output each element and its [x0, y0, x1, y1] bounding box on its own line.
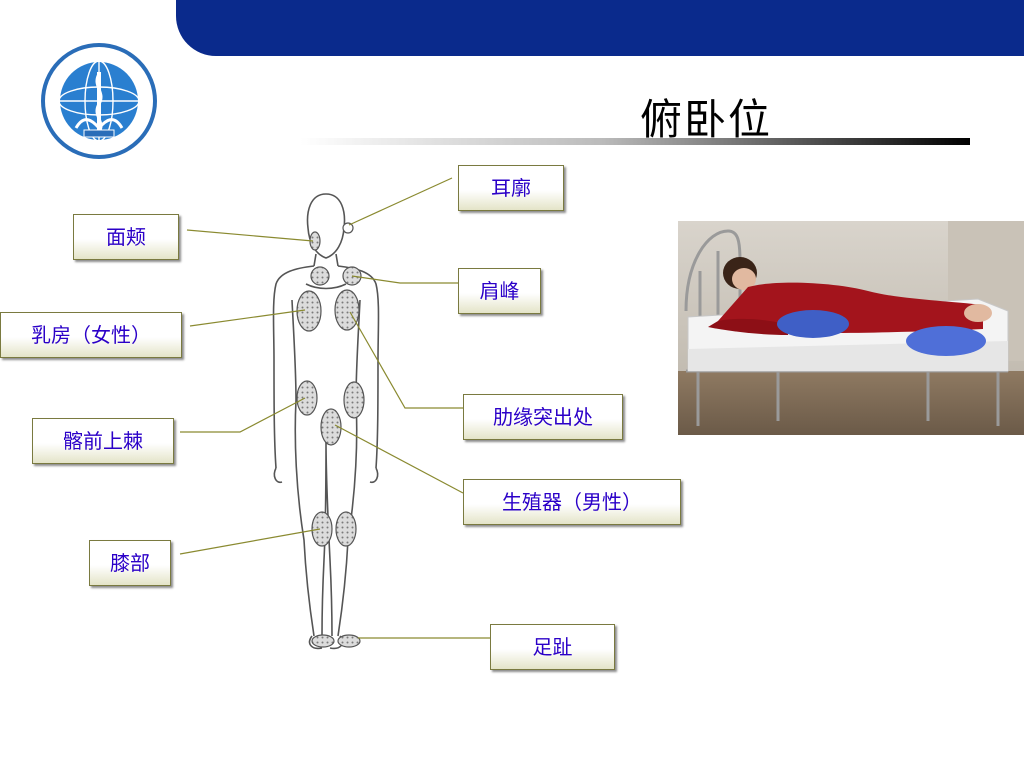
label-toe: 足趾 — [490, 624, 615, 670]
label-genital: 生殖器（男性） — [463, 479, 681, 525]
label-iliac: 髂前上棘 — [32, 418, 174, 464]
pressure-point-shoulder-left — [310, 266, 330, 286]
label-cheek: 面颊 — [73, 214, 179, 260]
pressure-points — [296, 222, 365, 648]
header-bar — [176, 0, 1024, 56]
pressure-point-iliac-left — [296, 380, 318, 416]
label-ear: 耳廓 — [458, 165, 564, 211]
pressure-point-breast-right — [334, 289, 360, 331]
slide-title: 俯卧位 — [640, 95, 773, 144]
pressure-point-knee-right — [335, 511, 357, 547]
prone-patient-on-bed-photo — [678, 221, 1024, 435]
label-shoulder: 肩峰 — [458, 268, 541, 314]
label-knee: 膝部 — [89, 540, 171, 586]
pressure-point-toe-left — [311, 634, 335, 648]
pressure-point-knee-left — [311, 511, 333, 547]
college-emblem-icon — [41, 43, 157, 159]
pressure-point-genital — [320, 408, 342, 446]
pressure-point-ear — [342, 222, 354, 234]
label-breast: 乳房（女性） — [0, 312, 182, 358]
pressure-point-toe-right — [337, 634, 361, 648]
title-underline — [300, 138, 970, 145]
label-rib: 肋缘突出处 — [463, 394, 623, 440]
human-figure-outline — [272, 193, 380, 650]
connector-lines — [179, 177, 490, 639]
pressure-point-iliac-right — [343, 381, 365, 419]
